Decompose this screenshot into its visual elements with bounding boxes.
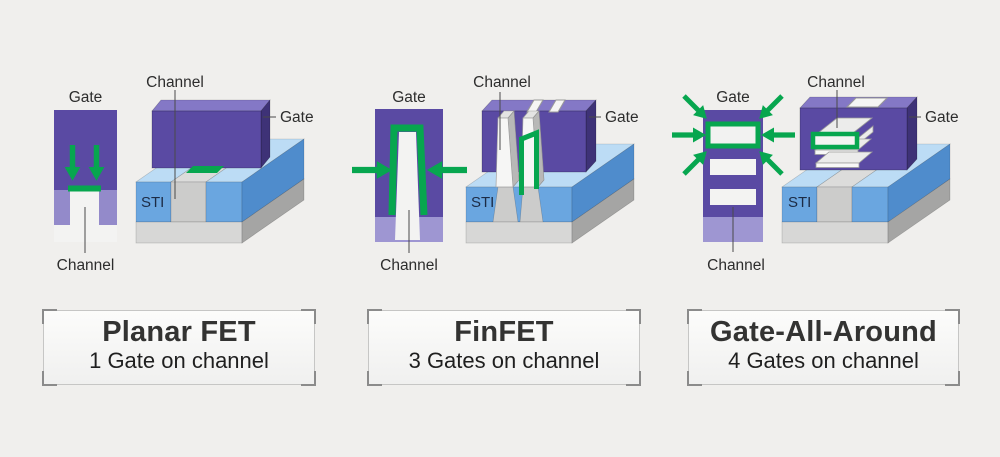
gate-label-2d: Gate [392,89,426,106]
panel-title: Planar FET [102,316,256,348]
wrapped-channel-2d [705,121,761,149]
planar-cross-section: Gate Channel [54,89,117,274]
channel-label-3d: Channel [473,74,531,91]
substrate-side-face [571,178,635,244]
left-arrow-icon [761,127,795,143]
caption-gate-all-around: Gate-All-Around 4 Gates on channel [687,309,960,386]
corner-bracket [945,309,960,324]
nanosheet-front-edge [815,162,860,168]
substrate-front-face [781,221,889,244]
gate-contact-green-bar [68,185,101,192]
gate-label-3d: Gate [925,109,959,126]
panel-title: Gate-All-Around [710,316,937,348]
finfet-diagram: Gate Channel [352,74,639,274]
substrate-front-face [135,221,243,244]
sti-front-face [781,186,818,223]
corner-bracket [626,371,641,386]
sti-label: STI [471,194,494,211]
gate-front-face [151,110,262,169]
finfet-cross-section: Gate Channel [352,89,467,274]
substrate-side-face [887,178,951,244]
channel-sheet-2d [710,189,756,205]
gate-side-face [906,96,918,171]
gate-label-2d: Gate [716,89,750,106]
gate-label-3d: Gate [605,109,639,126]
planar-3d-view: Channel Gate STI [135,74,314,244]
panel-subtitle: 4 Gates on channel [728,348,919,374]
sti-label: STI [141,194,164,211]
fin-back-tip [548,99,566,113]
panel-subtitle: 3 Gates on channel [408,348,600,374]
finfet-3d-view: Channel Gate STI [465,74,639,244]
caption-finfet: FinFET 3 Gates on channel [367,309,641,386]
channel-label-3d: Channel [807,74,865,91]
channel-label-2d: Channel [707,257,765,274]
substrate-front-face [465,221,573,244]
gate-label-2d: Gate [69,89,103,106]
corner-bracket [687,371,702,386]
channel-front-face [170,181,207,223]
channel-sheet-2d [710,159,756,175]
gate-label-3d: Gate [280,109,314,126]
fin-channel-2d [395,132,420,240]
diagram-canvas: Gate Channel Channel [54,74,959,274]
caption-planar-fet: Planar FET 1 Gate on channel [42,309,316,386]
gate-all-around-diagram: Gate Channel [672,74,959,274]
sti-front-face [205,181,243,223]
corner-bracket [626,309,641,324]
corner-bracket [301,371,316,386]
gate-side-face [260,99,271,169]
gate-side-face [585,99,597,173]
corner-bracket [687,309,702,324]
corner-bracket [367,371,382,386]
panel-title: FinFET [454,316,554,348]
sti-front-face [135,181,172,223]
channel-label-2d: Channel [380,257,438,274]
gate-contact-green-strip [186,166,224,173]
right-arrow-icon [672,127,706,143]
corner-bracket [367,309,382,324]
planar-fet-diagram: Gate Channel Channel [54,74,314,274]
wrapped-nanosheet-green-frame [810,131,860,150]
channel-label-3d: Channel [146,74,204,91]
gate-wrap-green-outline [388,124,428,216]
channel-label-2d: Channel [57,257,115,274]
channel-front-face [816,186,853,223]
gate-top-face [151,99,271,112]
gate-wrap-green-outline-3d [519,129,539,195]
corner-bracket [42,309,57,324]
gaa-cross-section: Gate Channel [672,89,795,274]
gaa-3d-view: Channel Gate STI [781,74,959,244]
gate-region-2d [54,110,117,190]
sti-label: STI [788,194,811,211]
corner-bracket [42,371,57,386]
panel-subtitle: 1 Gate on channel [89,348,269,374]
corner-bracket [301,309,316,324]
sti-front-face [851,186,889,223]
nanosheet-back-tip [845,97,889,108]
corner-bracket [945,371,960,386]
substrate-side-face [241,178,305,244]
